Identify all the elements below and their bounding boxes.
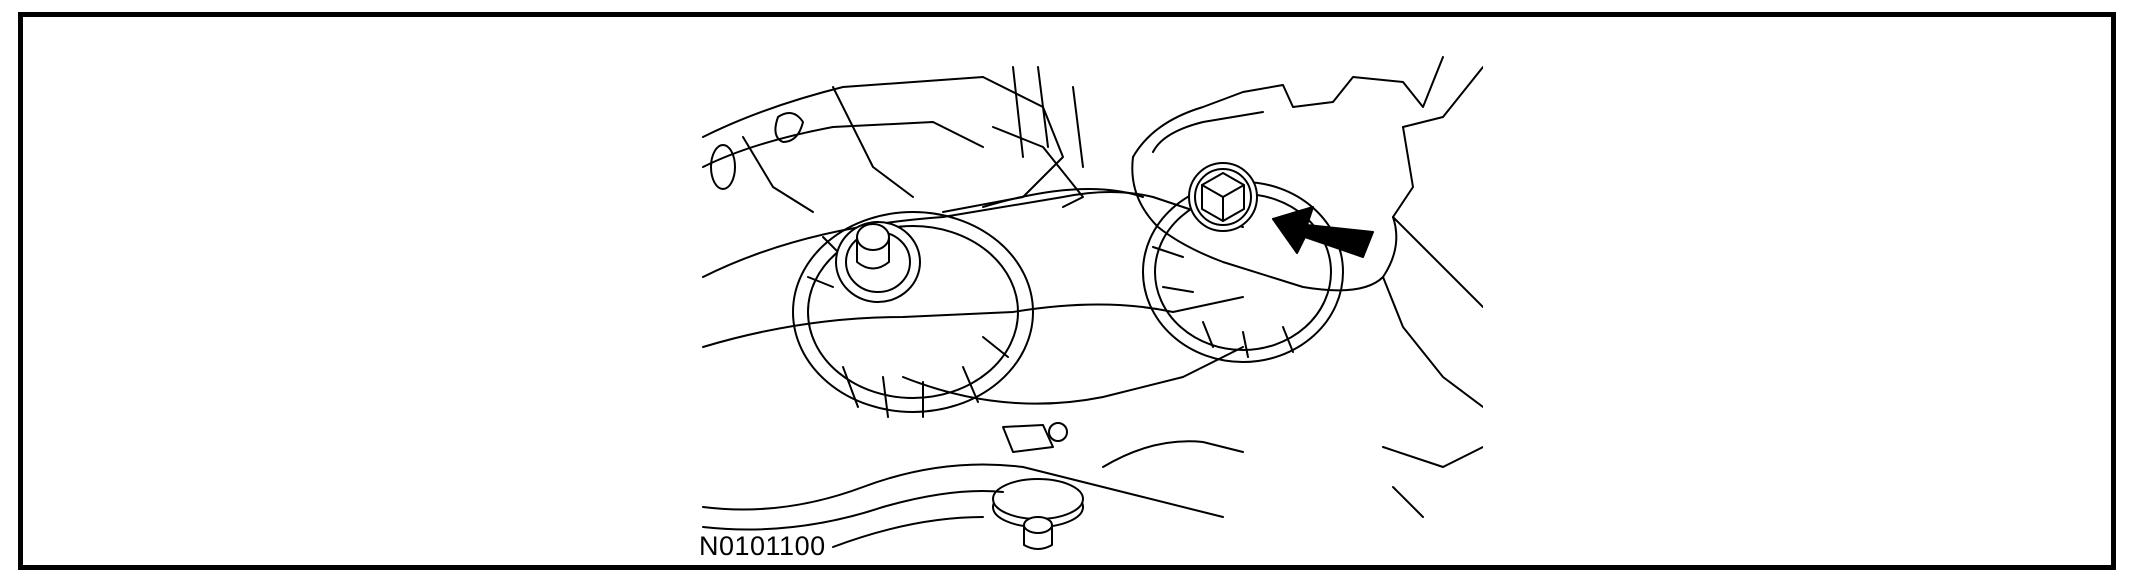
- lower-bolt-assembly: [992, 422, 1084, 550]
- figure-id-label: N0101100: [699, 531, 826, 561]
- suspension-illustration: [702, 56, 1483, 550]
- left-bushing: [792, 211, 1034, 418]
- bolt-icon: [1188, 162, 1258, 232]
- control-arm: [702, 188, 1244, 405]
- upper-housing: [702, 66, 1084, 213]
- lower-chassis: [702, 440, 1483, 548]
- upper-right-bracket: [1131, 56, 1483, 408]
- arrow-icon: [1272, 206, 1374, 258]
- figure-frame: N0101100: [18, 12, 2116, 570]
